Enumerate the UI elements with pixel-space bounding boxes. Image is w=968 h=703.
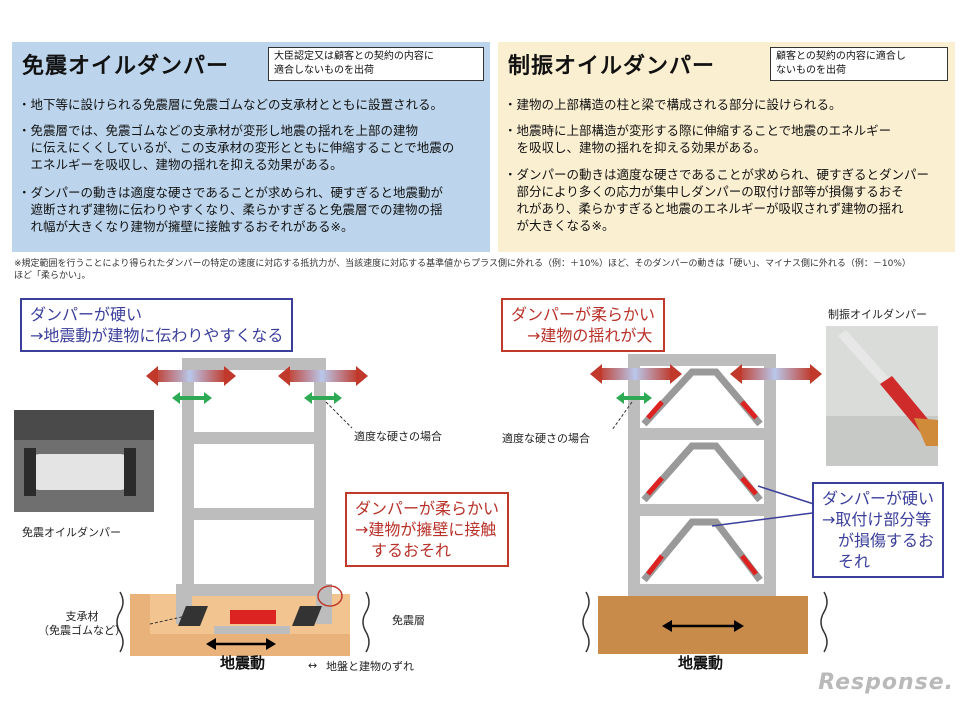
vibration-control-note: 顧客との契約の内容に適合し ないものを出荷 xyxy=(770,47,948,81)
left-contact-circle xyxy=(317,585,343,607)
left-label-layer: 免震層 xyxy=(392,614,425,627)
left-shake-arrows xyxy=(146,366,368,404)
base-isolation-bullet-2: ・免震層では、免震ゴムなどの支承材が変形し地震の揺れを上部の建物 に伝えにくくし… xyxy=(18,123,455,172)
vibration-control-title: 制振オイルダンパー xyxy=(508,54,716,79)
base-isolation-note-text: 大臣認定又は顧客との契約の内容に 適合しないものを出荷 xyxy=(274,51,434,76)
left-leader-bearing xyxy=(149,615,187,625)
left-label-moderate: 適度な硬さの場合 xyxy=(354,430,442,443)
right-leader-hard-2 xyxy=(757,485,821,507)
vibration-control-bullet-2: ・地震時に上部構造が変形する際に伸縮することで地震のエネルギー を吸収し、建物の… xyxy=(504,123,892,155)
right-shake-arrows xyxy=(590,364,822,404)
right-callout-hard: ダンパーが硬い →取付け部分等 が損傷するお それ xyxy=(812,482,945,578)
left-callout-soft: ダンパーが柔らかい →建物が擁壁に接触 するおそれ xyxy=(345,492,510,567)
right-leader-hard xyxy=(711,511,821,527)
right-label-photo: 制振オイルダンパー xyxy=(828,308,927,321)
base-isolation-note: 大臣認定又は顧客との契約の内容に 適合しないものを出荷 xyxy=(268,47,484,81)
vibration-control-bullet-3: ・ダンパーの動きは適度な硬さであることが求められ、硬すぎるとダンパー 部分により… xyxy=(504,167,930,233)
isolation-damper-photo xyxy=(14,410,154,512)
left-label-photo: 免震オイルダンパー xyxy=(22,526,121,539)
response-watermark: Response. xyxy=(818,670,954,695)
left-bearings xyxy=(178,606,322,634)
right-quake-arrow xyxy=(662,620,744,632)
control-damper-photo xyxy=(826,326,938,466)
base-isolation-title: 免震オイルダンパー xyxy=(22,54,230,79)
right-label-moderate: 適度な硬さの場合 xyxy=(502,432,590,445)
left-leader-moderate xyxy=(325,401,353,429)
right-label-quake: 地震動 xyxy=(678,654,724,672)
footnote: ※規定範囲を行うことにより得られたダンパーの特定の速度に対応する抵抗力が、当該速… xyxy=(14,259,911,281)
vibration-control-note-text: 顧客との契約の内容に適合し ないものを出荷 xyxy=(776,51,906,76)
right-callout-soft: ダンパーが柔らかい →建物の揺れが大 xyxy=(501,298,666,352)
left-label-bearing: 支承材 （免震ゴムなど） xyxy=(38,610,126,637)
right-braces xyxy=(641,368,763,583)
base-isolation-panel: 免震オイルダンパー 大臣認定又は顧客との契約の内容に 適合しないものを出荷 ・地… xyxy=(12,42,490,252)
right-ground xyxy=(582,591,828,654)
left-label-shift: 地盤と建物のずれ xyxy=(326,660,414,673)
vibration-control-panel: 制振オイルダンパー 顧客との契約の内容に適合し ないものを出荷 ・建物の上部構造… xyxy=(498,42,955,252)
left-callout-hard: ダンパーが硬い →地震動が建物に伝わりやすくなる xyxy=(20,298,294,352)
base-isolation-bullet-3: ・ダンパーの動きは適度な硬さであることが求められ、硬すぎると地震動が 遮断されず… xyxy=(18,185,444,234)
right-building-frame xyxy=(628,354,776,596)
left-label-quake: 地震動 xyxy=(220,654,266,672)
right-leader-moderate xyxy=(611,401,633,431)
vibration-control-bullet-1: ・建物の上部構造の柱と梁で構成される部分に設けられる。 xyxy=(504,97,842,112)
left-label-shift-arrow: ↔ xyxy=(308,659,318,672)
left-quake-arrow xyxy=(206,638,276,650)
base-isolation-bullet-1: ・地下等に設けられる免震層に免震ゴムなどの支承材とともに設置される。 xyxy=(18,97,444,112)
